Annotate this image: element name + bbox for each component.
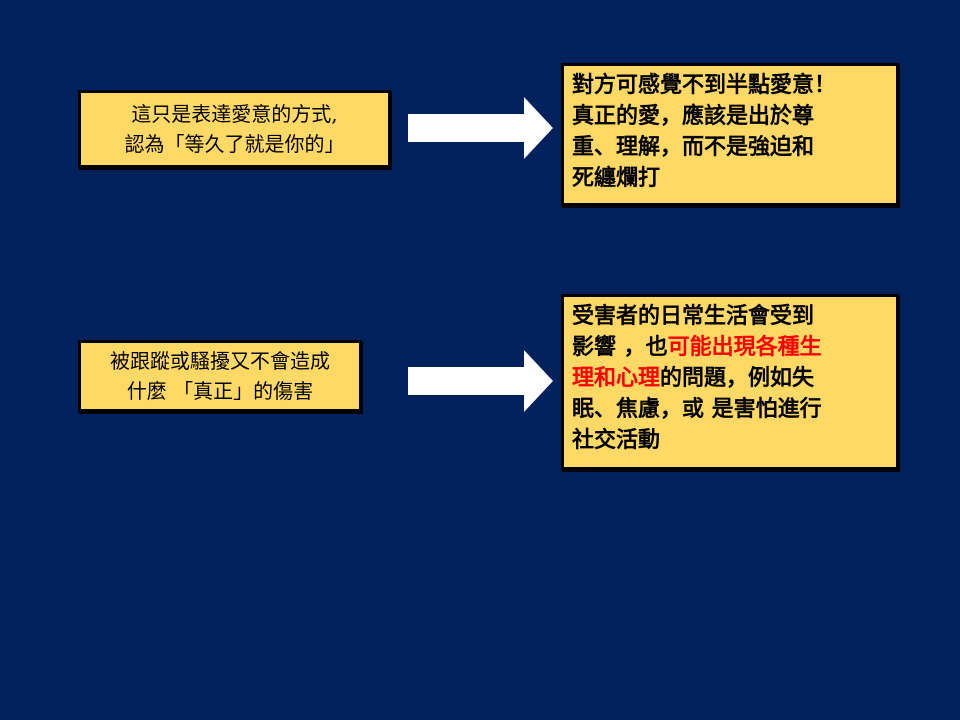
response-1-line-3: 重、理解，而不是強迫和: [572, 135, 815, 160]
response-2-line-1: 受害者的日常生活會受到: [572, 304, 815, 329]
statement-1-line-1: 這只是表達愛意的方式,: [131, 102, 338, 126]
response-box-1: 對方可感覺不到半點愛意！ 真正的愛，應該是出於尊 重、理解，而不是強迫和 死纏爛…: [561, 63, 899, 206]
right-arrow-icon: [408, 350, 553, 412]
response-2-line-2-plain: 影響 ，也: [572, 335, 668, 360]
response-2-line-3: 理和心理的問題，例如失: [572, 363, 888, 394]
response-1-line-4: 死纏爛打: [572, 166, 661, 191]
statement-2-line-2: 什麼 「真正」的傷害: [126, 379, 314, 403]
statement-2-line-1: 被跟蹤或騷擾又不會造成: [110, 349, 330, 373]
response-1-line-2: 真正的愛，應該是出於尊: [572, 104, 815, 129]
statement-box-1: 這只是表達愛意的方式, 認為「等久了就是你的」: [78, 90, 391, 168]
response-box-2: 受害者的日常生活會受到 影響 ，也可能出現各種生 理和心理的問題，例如失 眠、焦…: [561, 294, 899, 470]
statement-box-2: 被跟蹤或騷擾又不會造成 什麼 「真正」的傷害: [78, 340, 362, 412]
response-2-line-3-plain: 的問題，例如失: [660, 366, 815, 391]
response-2-highlight-2: 理和心理: [572, 366, 661, 391]
response-1-line-1: 對方可感覺不到半點愛意！: [572, 73, 837, 98]
response-2-highlight-1: 可能出現各種生: [667, 335, 822, 360]
response-2-line-2: 影響 ，也可能出現各種生: [572, 332, 888, 363]
right-arrow-icon: [408, 97, 553, 159]
response-2-line-5: 社交活動: [572, 428, 661, 453]
response-2-line-4: 眠、焦慮，或 是害怕進行: [572, 397, 822, 422]
statement-1-line-2: 認為「等久了就是你的」: [124, 132, 345, 156]
